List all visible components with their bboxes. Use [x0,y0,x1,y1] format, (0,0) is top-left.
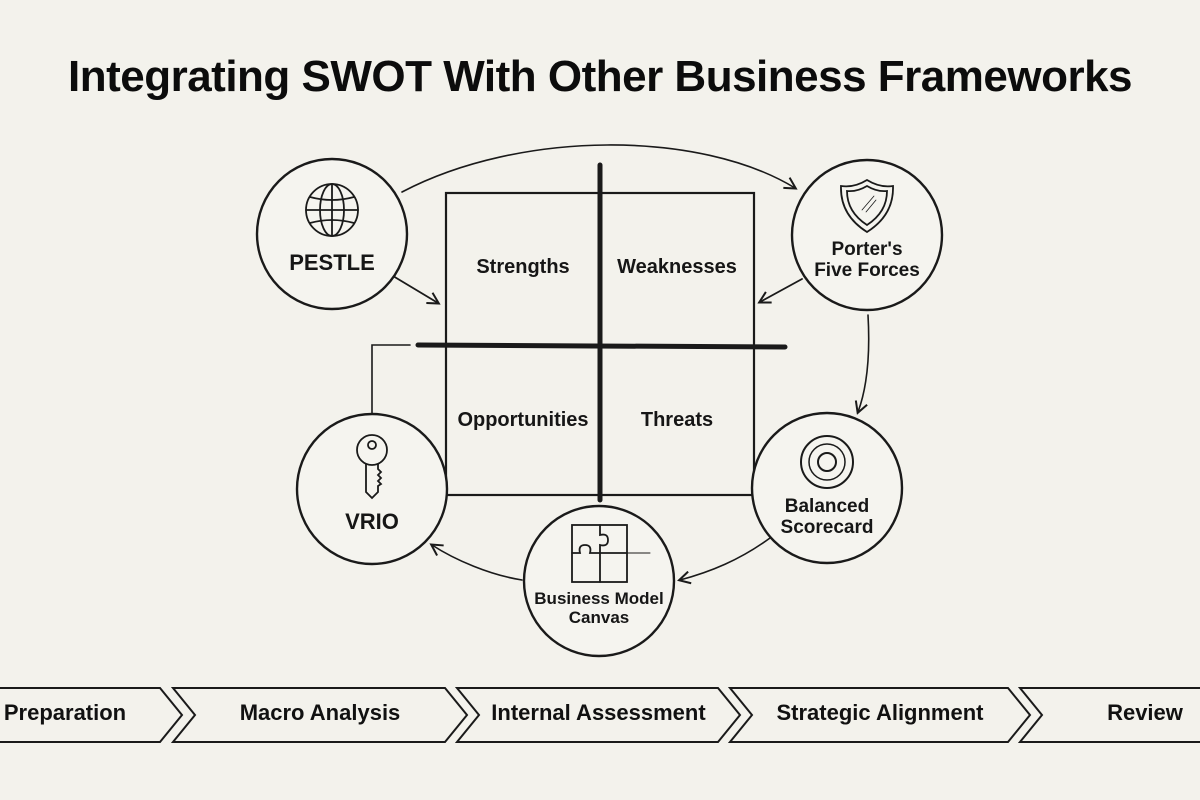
swot-weaknesses: Weaknesses [617,256,737,278]
arrow-porter-to-scorecard [858,314,870,412]
vrio-label: VRIO [345,509,399,534]
swot-strengths: Strengths [476,256,570,278]
connector-vrio-to-swot [371,344,411,423]
vrio-circle [295,412,449,566]
scorecard-label: Balanced Scorecard [780,496,874,538]
swot-opportunities: Opportunities [457,409,589,431]
arrow-bmc-to-vrio [432,545,523,581]
bmc-circle [522,504,676,658]
globe-icon [305,183,359,237]
page-title: Integrating SWOT With Other Business Fra… [67,52,1133,101]
arrow-porter-to-swot [760,278,803,302]
arrow-pestle-to-swot [392,275,438,303]
step-review: Review [1107,700,1183,725]
swot-grid [415,162,788,503]
swot-threats: Threats [640,409,714,431]
step-strategic-alignment: Strategic Alignment [776,700,984,725]
porter-label: Porter's Five Forces [814,239,920,281]
arrow-scorecard-to-bmc [680,537,771,580]
bmc-label: Business Model Canvas [534,589,664,627]
step-preparation: Preparation [3,700,127,725]
pestle-label: PESTLE [289,250,375,275]
step-macro-analysis: Macro Analysis [239,700,401,725]
step-internal-assessment: Internal Assessment [491,700,706,725]
shield-icon [840,178,894,234]
key-icon [356,434,388,500]
puzzle-icon [571,524,651,583]
arrow-pestle-to-porter [401,144,795,193]
porter-circle [790,158,944,312]
process-bar [0,687,1200,743]
target-icon [800,435,854,489]
